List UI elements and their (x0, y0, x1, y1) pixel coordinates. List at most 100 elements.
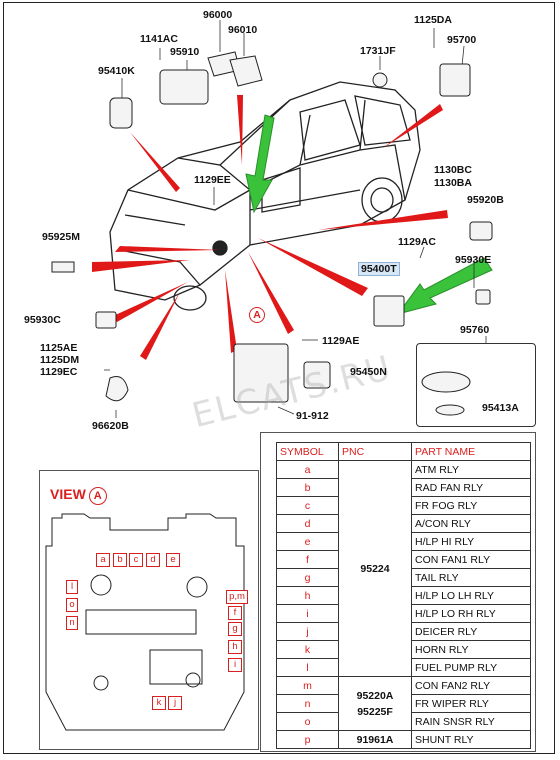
fuse-n: n (66, 616, 78, 630)
cell-symbol: b (276, 478, 339, 497)
fuse-e: e (166, 553, 180, 567)
label-95400t: 95400T (358, 262, 400, 276)
table-row: a 95224 ATM RLY (276, 460, 531, 677)
fuse-i: i (228, 658, 242, 672)
cell-part-name: H/LP HI RLY (411, 532, 531, 551)
cell-part-name: FR FOG RLY (411, 496, 531, 515)
cell-part-name: FUEL PUMP RLY (411, 658, 531, 677)
table-row: b RAD FAN RLY (276, 478, 531, 497)
cell-symbol: a (276, 460, 339, 479)
fuse-b: b (113, 553, 127, 567)
cell-part-name: FR WIPER RLY (411, 694, 531, 713)
label-95930e: 95930E (455, 254, 492, 266)
label-1129ae: 1129AE (322, 335, 360, 347)
label-96620b: 96620B (92, 420, 129, 432)
part-sketches (51, 51, 493, 416)
red-pointers (92, 95, 448, 360)
fuse-k: k (152, 696, 166, 710)
label-1125da: 1125DA (414, 14, 452, 26)
cell-symbol: l (276, 658, 339, 677)
table-header-row: SYMBOL PNC PART NAME (276, 442, 531, 461)
label-1129ec: 1129EC (40, 366, 78, 378)
label-95413a: 95413A (482, 402, 519, 414)
cell-part-name: H/LP LO RH RLY (411, 604, 531, 623)
header-pnc: PNC (338, 442, 412, 461)
cell-symbol: i (276, 604, 339, 623)
parts-table-panel (260, 432, 536, 752)
table-row: c FR FOG RLY (276, 496, 531, 515)
cell-part-name: HORN RLY (411, 640, 531, 659)
label-1731jf: 1731JF (360, 45, 396, 57)
fuse-l: l (66, 580, 78, 594)
label-91-912: 91-912 (296, 410, 329, 422)
header-symbol: SYMBOL (276, 442, 339, 461)
cell-symbol: n (276, 694, 339, 713)
cell-part-name: DEICER RLY (411, 622, 531, 641)
label-1130bc: 1130BC (434, 164, 472, 176)
label-1125ae: 1125AE (40, 342, 78, 354)
cell-symbol: p (276, 730, 339, 749)
leader-lines (104, 20, 487, 418)
table-row: p 91961A SHUNT RLY (276, 730, 531, 749)
table-row: o RAIN SNSR RLY (276, 712, 531, 731)
pnc-code: 91961A (356, 733, 394, 746)
label-95700: 95700 (447, 34, 477, 46)
fuse-pm: p,m (226, 590, 248, 604)
pnc-code: 95220A (356, 689, 394, 702)
cell-pnc: 95224 (338, 460, 412, 677)
label-1125dm: 1125DM (40, 354, 80, 366)
cell-pnc: 91961A (338, 730, 412, 749)
parts-table: SYMBOL PNC PART NAME a 95224 ATM RLY b RAD F… (276, 442, 531, 749)
cell-symbol: f (276, 550, 339, 569)
cell-symbol: g (276, 568, 339, 587)
cell-symbol: h (276, 586, 339, 605)
cell-symbol: d (276, 514, 339, 533)
label-95930c: 95930C (24, 314, 61, 326)
cell-symbol: e (276, 532, 339, 551)
fuse-a: a (96, 553, 110, 567)
fuse-j: j (168, 696, 182, 710)
fuse-g: g (228, 622, 242, 636)
pnc-code: 95224 (360, 562, 390, 575)
label-95450n: 95450N (350, 366, 387, 378)
label-1129ac: 1129AC (398, 236, 436, 248)
label-1141ac: 1141AC (140, 33, 178, 45)
label-95920b: 95920B (467, 194, 504, 206)
parts-table-body: a 95224 ATM RLY b RAD FAN RLY c FR FOG RLY d A/C… (276, 460, 531, 749)
label-96010: 96010 (228, 24, 258, 36)
cell-symbol: k (276, 640, 339, 659)
cell-part-name: SHUNT RLY (411, 730, 531, 749)
diagram-frame (3, 2, 555, 754)
green-arrows (245, 114, 493, 315)
label-1129ee: 1129EE (194, 174, 231, 186)
cell-part-name: RAD FAN RLY (411, 478, 531, 497)
fuse-o: o (66, 598, 78, 612)
label-95925m: 95925M (42, 231, 80, 243)
cell-part-name: A/CON RLY (411, 514, 531, 533)
remote-key-box (416, 343, 536, 427)
cell-part-name: H/LP LO LH RLY (411, 586, 531, 605)
view-marker: A (88, 487, 107, 505)
label-95410k: 95410K (98, 65, 135, 77)
cell-symbol: c (276, 496, 339, 515)
cell-symbol: o (276, 712, 339, 731)
cell-part-name: RAIN SNSR RLY (411, 712, 531, 731)
view-a-panel (39, 470, 259, 750)
fuse-c: c (129, 553, 143, 567)
cell-symbol: j (276, 622, 339, 641)
header-part-name: PART NAME (411, 442, 531, 461)
cell-part-name: ATM RLY (411, 460, 531, 479)
fuse-h: h (228, 640, 242, 654)
fusebox-outline (45, 513, 245, 731)
label-95760: 95760 (460, 324, 490, 336)
view-title-text: VIEW (50, 486, 86, 502)
cell-part-name: CON FAN2 RLY (411, 676, 531, 695)
fuse-d: d (146, 553, 160, 567)
fuse-f: f (228, 606, 242, 620)
